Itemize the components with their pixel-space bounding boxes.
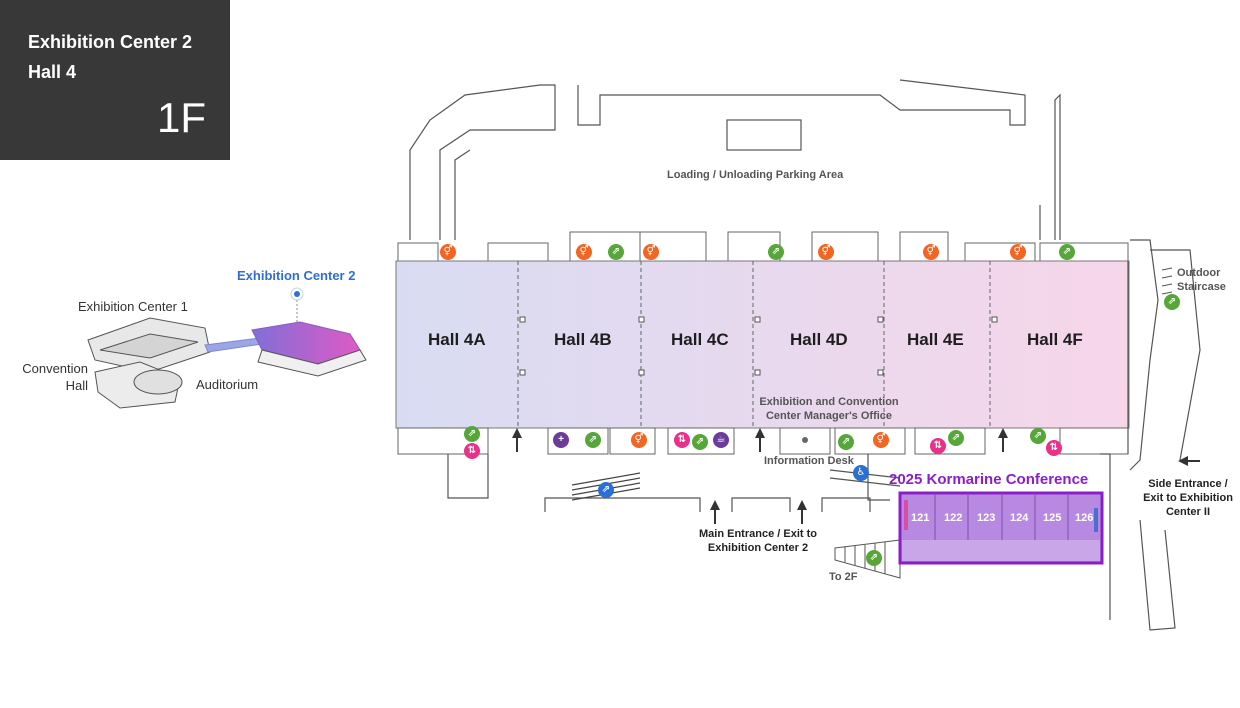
stairs-icon: ⇗ bbox=[1164, 294, 1180, 310]
hall-4d-label[interactable]: Hall 4D bbox=[790, 330, 848, 349]
stairs-to-2f-graphic bbox=[834, 539, 901, 579]
overview-convention-label-1: Convention bbox=[22, 361, 88, 376]
escalator-icon: ⇗ bbox=[598, 482, 614, 498]
floor-title-box: Exhibition Center 2 Hall 4 1F bbox=[0, 0, 230, 160]
main-entrance-label-2: Exhibition Center 2 bbox=[707, 542, 809, 554]
hall-4b-label[interactable]: Hall 4B bbox=[554, 330, 612, 349]
elevator-icon: ⇅ bbox=[674, 432, 690, 448]
outdoor-staircase-graphic bbox=[1161, 267, 1173, 295]
restroom-icon: ⚥ bbox=[923, 244, 939, 260]
stairs-icon: ⇗ bbox=[838, 434, 854, 450]
stairs-icon: ⇗ bbox=[1059, 244, 1075, 260]
stairs-icon: ⇗ bbox=[948, 430, 964, 446]
info-desk-dot bbox=[802, 437, 808, 443]
stairs-icon: ⇗ bbox=[464, 426, 480, 442]
room-122[interactable]: 122 bbox=[944, 512, 963, 524]
building-walls bbox=[447, 239, 1201, 631]
room-125[interactable]: 125 bbox=[1043, 512, 1062, 524]
overview-map bbox=[87, 287, 367, 409]
restroom-icon: ⚥ bbox=[643, 244, 659, 260]
stairs-icon: ⇗ bbox=[608, 244, 624, 260]
room-121[interactable]: 121 bbox=[911, 512, 930, 524]
restroom-icon: ⚥ bbox=[873, 432, 889, 448]
restroom-icon: ⚥ bbox=[1010, 244, 1026, 260]
direction-arrows bbox=[512, 428, 1200, 524]
outdoor-staircase-label-2: Staircase bbox=[1177, 281, 1226, 293]
restroom-icon: ⚥ bbox=[818, 244, 834, 260]
elevator-icon: ⇅ bbox=[1046, 440, 1062, 456]
manager-office-label-2: Center Manager's Office bbox=[765, 410, 893, 422]
overview-building-1-label: Exhibition Center 1 bbox=[78, 299, 188, 314]
lower-service-rooms bbox=[397, 427, 1129, 455]
stairs-icon: ⇗ bbox=[585, 432, 601, 448]
hall-pillars bbox=[519, 316, 998, 376]
room-126[interactable]: 126 bbox=[1075, 512, 1094, 524]
overview-highlight-label: Exhibition Center 2 bbox=[237, 268, 356, 283]
restroom-icon: ⚥ bbox=[631, 432, 647, 448]
restroom-icon: ⚥ bbox=[576, 244, 592, 260]
side-entrance-label-3: Center II bbox=[1165, 506, 1210, 518]
hall-4c-label[interactable]: Hall 4C bbox=[671, 330, 729, 349]
hall-4f-label[interactable]: Hall 4F bbox=[1027, 330, 1083, 349]
room-124[interactable]: 124 bbox=[1010, 512, 1029, 524]
information-desk-label: Information Desk bbox=[764, 455, 854, 467]
overview-auditorium-label: Auditorium bbox=[196, 377, 259, 392]
to-2f-label: To 2F bbox=[829, 571, 858, 583]
side-entrance-label-2: Exit to Exhibition bbox=[1143, 492, 1233, 504]
loading-area-outline bbox=[409, 79, 1061, 240]
stairs-icon: ⇗ bbox=[1030, 428, 1046, 444]
restroom-icon: ⚥ bbox=[440, 244, 456, 260]
loading-area-label: Loading / Unloading Parking Area bbox=[667, 169, 844, 181]
accessible-icon: ♿ bbox=[853, 465, 869, 481]
main-entrance-label-1: Main Entrance / Exit to bbox=[699, 528, 817, 540]
hall-block bbox=[395, 260, 1130, 429]
stairs-icon: ⇗ bbox=[692, 434, 708, 450]
stairs-icon: ⇗ bbox=[866, 550, 882, 566]
stairs-icon: ⇗ bbox=[768, 244, 784, 260]
manager-office-label-1: Exhibition and Convention bbox=[759, 396, 899, 408]
hall-name: Hall 4 bbox=[28, 62, 77, 82]
building-name: Exhibition Center 2 bbox=[28, 32, 193, 52]
elevator-icon: ⇅ bbox=[464, 443, 480, 459]
cafe-icon: ☕ bbox=[713, 432, 729, 448]
conference-area bbox=[898, 491, 1104, 565]
floor-label: 1F bbox=[156, 94, 206, 141]
room-123[interactable]: 123 bbox=[977, 512, 996, 524]
elevator-icon: ⇅ bbox=[930, 438, 946, 454]
hall-4e-label[interactable]: Hall 4E bbox=[907, 330, 964, 349]
overview-convention-label-2: Hall bbox=[65, 378, 88, 393]
first-aid-icon: + bbox=[553, 432, 569, 448]
hall-4a-label[interactable]: Hall 4A bbox=[428, 330, 486, 349]
outdoor-staircase-label-1: Outdoor bbox=[1177, 267, 1221, 279]
side-entrance-label-1: Side Entrance / bbox=[1148, 478, 1228, 490]
conference-title[interactable]: 2025 Kormarine Conference bbox=[889, 471, 1089, 488]
